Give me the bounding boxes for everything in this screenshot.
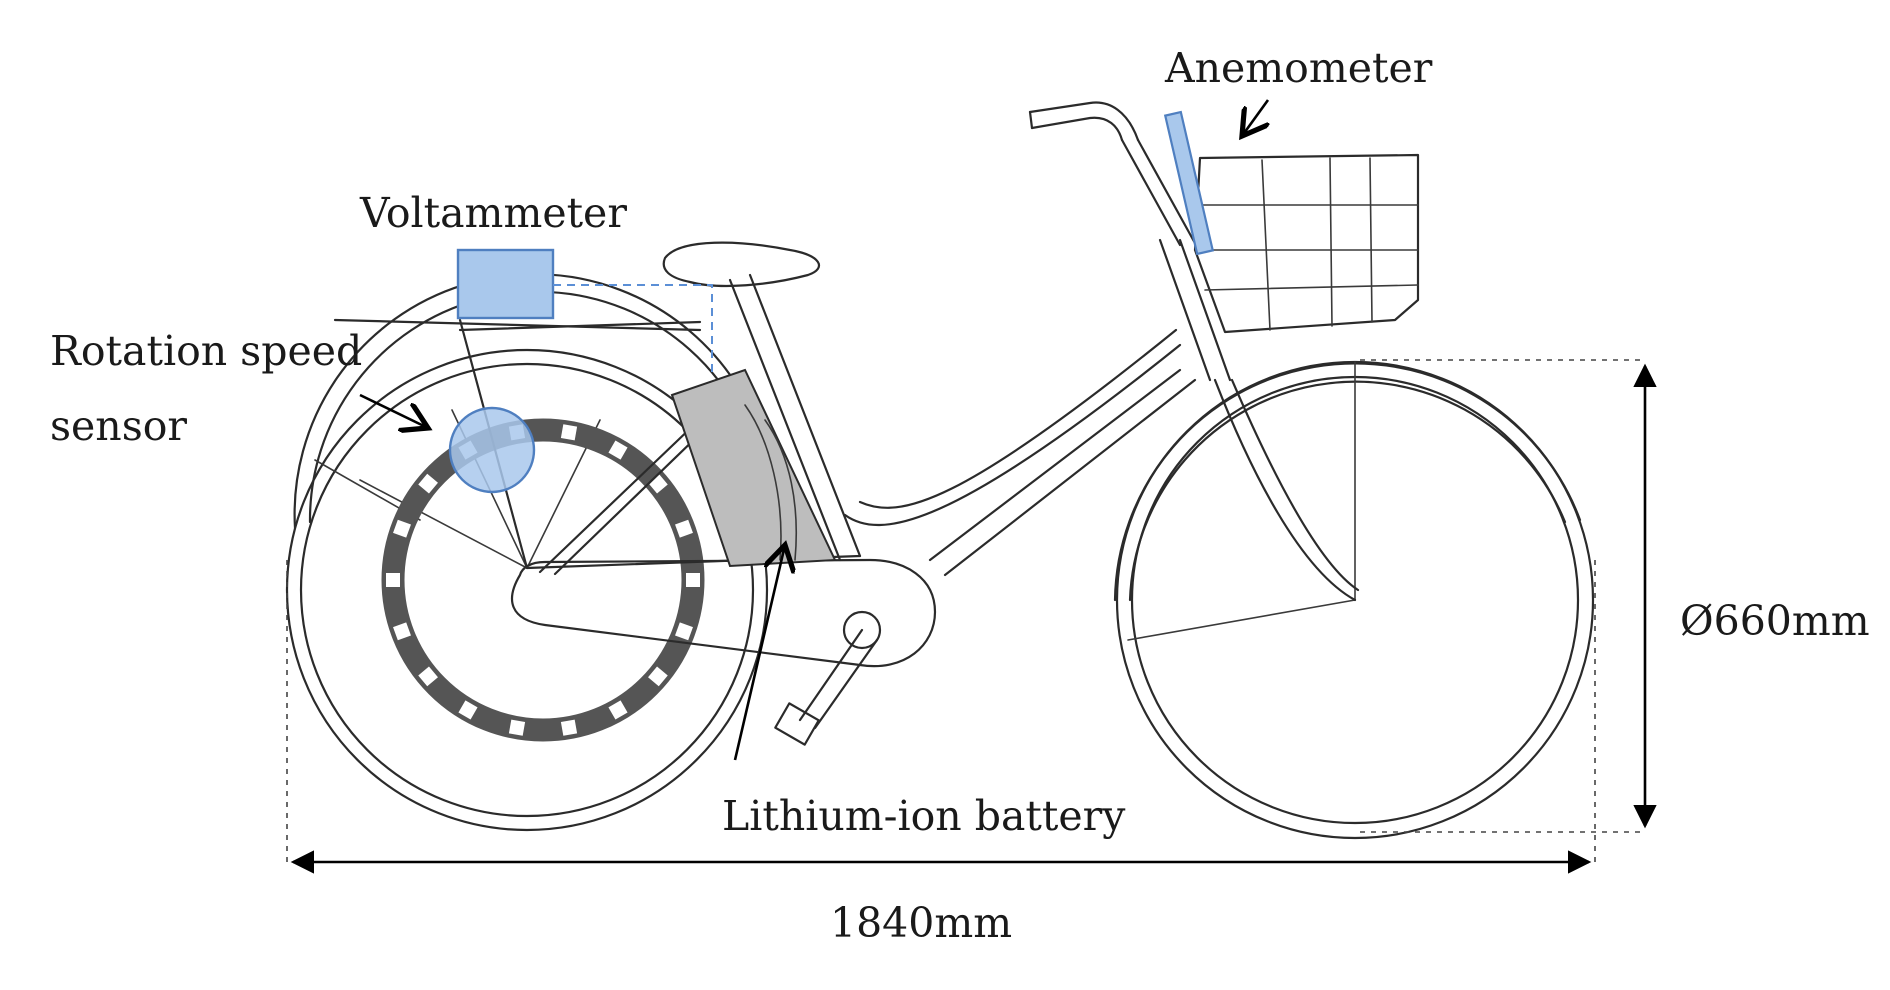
magnet-marker xyxy=(608,440,628,460)
front-wheel xyxy=(1113,360,1595,840)
magnet-marker xyxy=(648,666,668,687)
voltammeter-label: Voltammeter xyxy=(359,189,627,237)
magnet-marker xyxy=(418,666,438,687)
magnet-marker xyxy=(560,719,578,736)
length-label: 1840mm xyxy=(830,899,1012,947)
magnet-marker xyxy=(675,622,693,641)
battery-label: Lithium-ion battery xyxy=(722,792,1126,840)
magnet-ring xyxy=(381,418,705,742)
rotation-speed-label-line1: Rotation speed xyxy=(50,327,362,375)
magnet-marker xyxy=(418,473,438,494)
frame xyxy=(333,101,1360,602)
diameter-label: Ø660mm xyxy=(1680,597,1870,645)
voltammeter-wire xyxy=(553,284,713,372)
chain-guard xyxy=(511,558,937,746)
magnet-marker xyxy=(560,424,578,441)
magnet-marker xyxy=(608,700,628,720)
anemometer-arrow xyxy=(1242,99,1268,136)
anemometer-bar xyxy=(1163,110,1215,256)
anemometer-label: Anemometer xyxy=(1164,44,1433,92)
rotation-speed-sensor xyxy=(448,406,536,494)
length-dimension xyxy=(286,560,1596,874)
voltammeter-box xyxy=(456,248,555,320)
basket xyxy=(1193,153,1420,334)
magnet-marker xyxy=(686,573,700,587)
magnet-marker xyxy=(675,519,693,538)
battery-arrow xyxy=(733,545,785,761)
rotation-speed-arrow xyxy=(359,393,428,428)
diameter-dimension xyxy=(1360,359,1657,833)
magnet-marker xyxy=(508,719,526,736)
magnet-marker xyxy=(393,622,411,641)
magnet-marker xyxy=(458,700,478,720)
magnet-marker xyxy=(393,519,411,538)
rotation-speed-label-line2: sensor xyxy=(50,402,187,450)
magnet-marker xyxy=(386,573,400,587)
